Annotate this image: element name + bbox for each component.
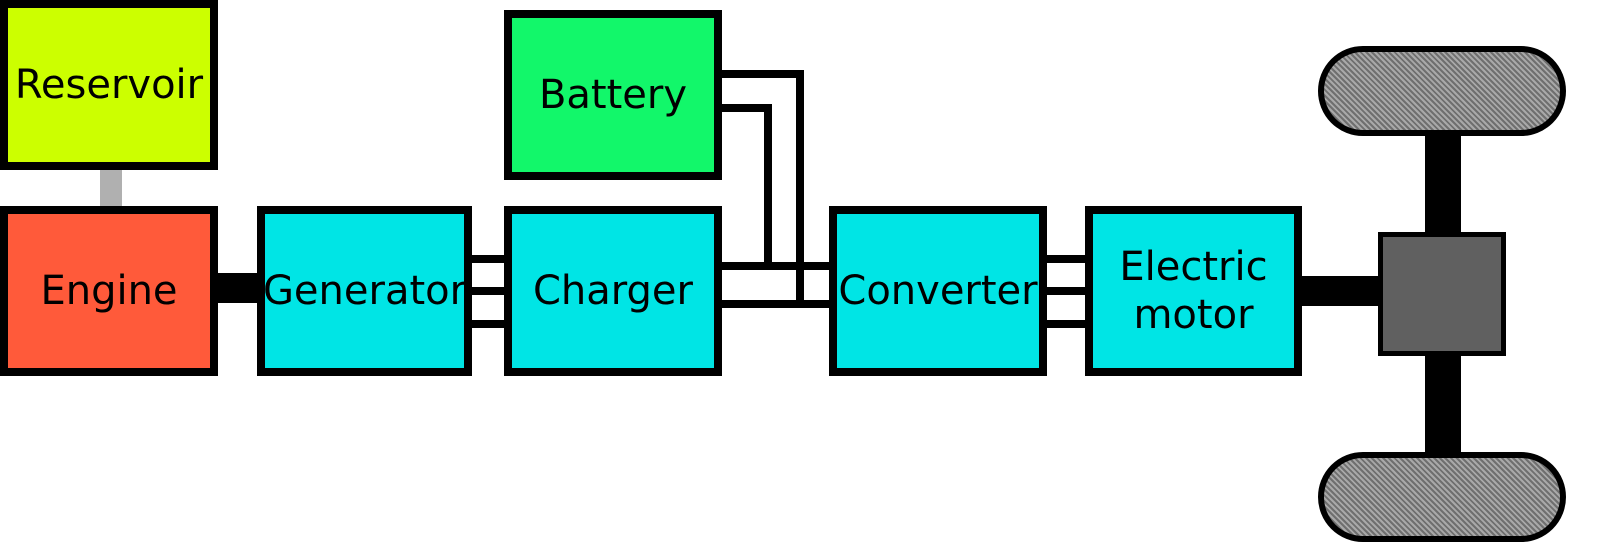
dc-bus-lower: [718, 300, 836, 308]
converter-motor-line-2: [1040, 287, 1092, 295]
rear-wheel: [1318, 452, 1566, 542]
engine-generator-shaft: [212, 273, 262, 303]
converter-box: Converter: [829, 206, 1047, 376]
axle-hub: [1378, 232, 1506, 356]
electric-motor-box: Electric motor: [1085, 206, 1302, 376]
reservoir-box: Reservoir: [0, 0, 218, 170]
generator-charger-line-1: [466, 255, 510, 263]
generator-charger-line-2: [466, 287, 510, 295]
charger-box: Charger: [504, 206, 722, 376]
axle-upper: [1425, 126, 1461, 236]
engine-box: Engine: [0, 206, 218, 376]
front-wheel: [1318, 46, 1566, 136]
battery-box: Battery: [504, 10, 722, 180]
motor-drive-shaft: [1296, 276, 1388, 306]
fuel-line: [100, 168, 122, 210]
converter-motor-line-3: [1040, 320, 1092, 328]
battery-line-outer-h: [718, 70, 804, 78]
battery-line-outer-v: [796, 70, 804, 308]
battery-line-inner-v: [764, 104, 772, 270]
generator-box: Generator: [257, 206, 472, 376]
generator-charger-line-3: [466, 320, 510, 328]
converter-motor-line-1: [1040, 255, 1092, 263]
battery-line-inner-h: [718, 104, 772, 112]
dc-bus-upper: [718, 262, 836, 270]
axle-lower: [1425, 350, 1461, 460]
